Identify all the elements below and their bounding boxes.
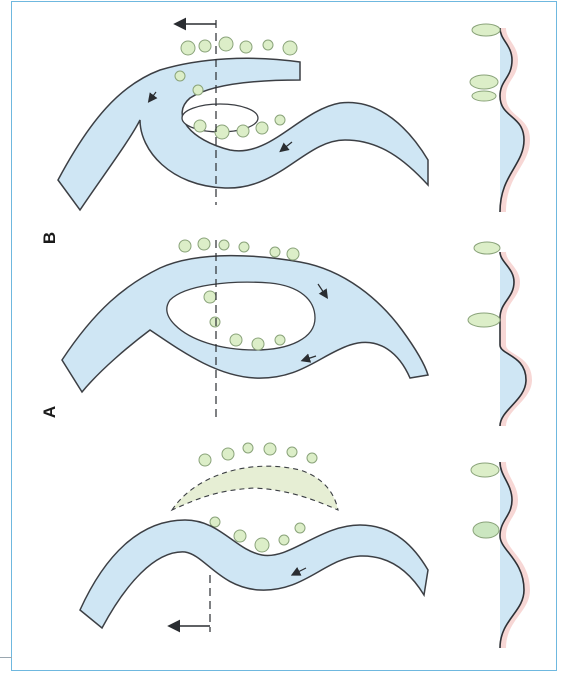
cross-profile-a: [468, 242, 532, 426]
panel-c: [80, 443, 530, 648]
river-channel-c: [80, 520, 428, 628]
panel-b: [58, 20, 530, 212]
panel-label-b: B: [40, 228, 60, 248]
cross-profile-b: [470, 24, 530, 212]
cross-profile-c: [471, 462, 530, 648]
abandoned-channel-deposit: [172, 466, 338, 510]
panel-a: [62, 238, 532, 426]
panel-label-a: A: [40, 402, 60, 422]
